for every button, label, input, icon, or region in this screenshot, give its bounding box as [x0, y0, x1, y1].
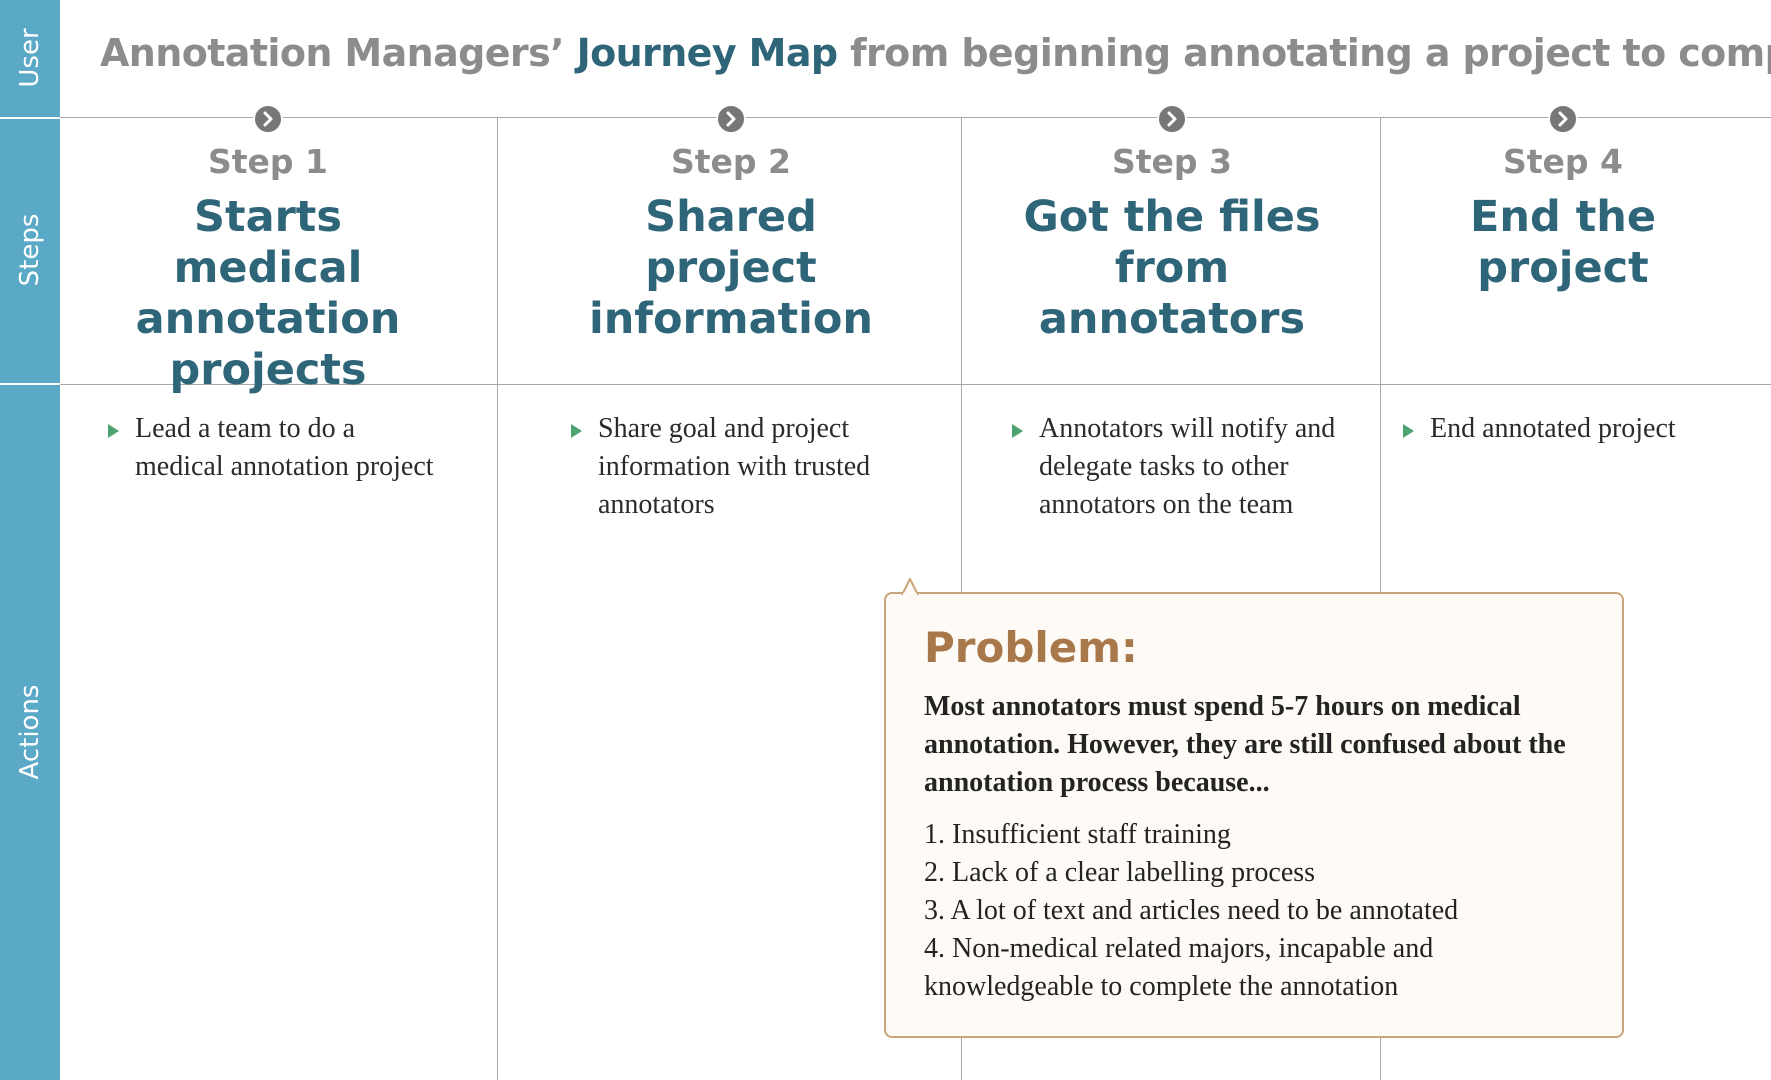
sidebar-divider — [0, 117, 60, 119]
step-title: Shared project information — [588, 192, 874, 344]
row-label-steps: Steps — [15, 213, 45, 287]
title-accent: Journey Map — [576, 31, 839, 75]
problem-heading: Problem: — [924, 623, 1138, 672]
triangle-right-icon — [571, 424, 582, 438]
chevron-right-circle-icon — [716, 104, 746, 134]
column-divider — [497, 118, 498, 1080]
action-item: Share goal and project information with … — [571, 410, 938, 524]
sidebar-divider — [0, 383, 60, 385]
step-number: Step 3 — [1112, 142, 1232, 181]
step-1: Step 1 Starts medical annotation project… — [98, 140, 438, 396]
triangle-right-icon — [1012, 424, 1023, 438]
action-text: Annotators will notify and delegate task… — [1039, 413, 1336, 520]
problem-reason: 1. Insufficient staff training — [924, 819, 1231, 850]
step-number: Step 4 — [1503, 142, 1623, 181]
step-4: Step 4 End the project — [1413, 140, 1713, 294]
problem-reason: 2. Lack of a clear labelling process — [924, 857, 1316, 888]
step-3: Step 3 Got the files from annotators — [1022, 140, 1322, 345]
title-lead: Annotation Managers’ — [100, 31, 577, 75]
row-label-sidebar: User Steps Actions — [0, 0, 60, 1080]
row-label-actions: Actions — [15, 684, 45, 780]
problem-reason: 3. A lot of text and articles need to be… — [924, 895, 1459, 926]
chevron-right-circle-icon — [1157, 104, 1187, 134]
triangle-right-icon — [1403, 424, 1414, 438]
action-text: End annotated project — [1430, 413, 1676, 444]
problem-callout: Problem: Most annotators must spend 5-7 … — [884, 592, 1624, 1038]
steps-divider — [60, 384, 1771, 385]
row-label-user: User — [15, 28, 45, 88]
action-text: Lead a team to do a medical annotation p… — [135, 413, 434, 482]
step-number: Step 2 — [671, 142, 791, 181]
step-2: Step 2 Shared project information — [561, 140, 901, 345]
action-item: Lead a team to do a medical annotation p… — [108, 410, 435, 486]
page-title: Annotation Managers’ Journey Map from be… — [100, 31, 1771, 75]
header-divider — [60, 117, 1771, 118]
step-number: Step 1 — [208, 142, 328, 181]
triangle-right-icon — [108, 424, 119, 438]
title-tail: from beginning annotating a project to c… — [850, 31, 1771, 75]
chevron-right-circle-icon — [253, 104, 283, 134]
chevron-right-circle-icon — [1548, 104, 1578, 134]
action-text: Share goal and project information with … — [598, 413, 871, 520]
step-title: Got the files from annotators — [1023, 192, 1321, 344]
callout-pointer — [901, 578, 919, 596]
step-title: Starts medical annotation projects — [135, 192, 401, 395]
action-item: Annotators will notify and delegate task… — [1012, 410, 1364, 524]
problem-reason: 4. Non-medical related majors, incapable… — [924, 933, 1434, 1002]
step-title: End the project — [1469, 192, 1657, 293]
problem-statement: Most annotators must spend 5-7 hours on … — [924, 691, 1566, 798]
action-item: End annotated project — [1403, 410, 1760, 448]
